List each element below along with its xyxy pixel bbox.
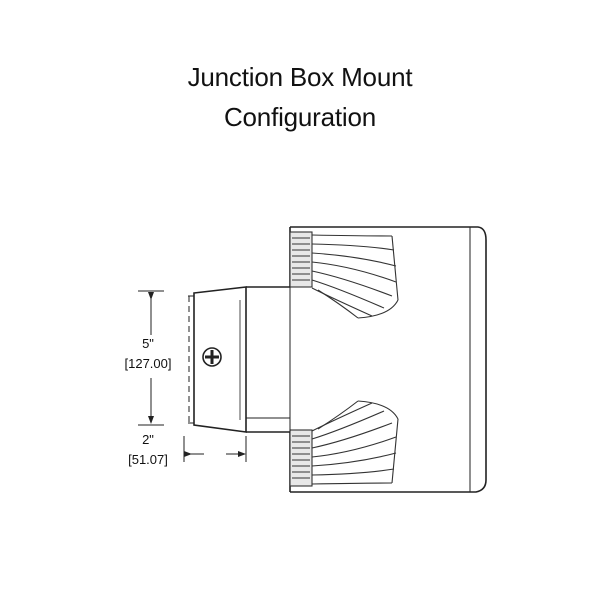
diagram-title-line2: Configuration bbox=[223, 102, 377, 132]
fixture-head bbox=[289, 226, 487, 493]
cooling-fins-upper bbox=[289, 231, 399, 319]
screw-icon bbox=[202, 347, 222, 367]
depth-dimension-line bbox=[183, 436, 247, 462]
height-dimension-line bbox=[138, 290, 164, 426]
depth-imperial-label: 2" bbox=[142, 432, 154, 447]
diagram-title-line1: Junction Box Mount bbox=[187, 62, 413, 92]
mount-neck bbox=[246, 286, 291, 433]
junction-box-plate bbox=[188, 286, 247, 433]
height-metric-label: [127.00] bbox=[124, 356, 172, 371]
cooling-fins-lower bbox=[289, 400, 399, 487]
height-imperial-label: 5" bbox=[142, 336, 154, 351]
depth-metric-label: [51.07] bbox=[128, 452, 168, 467]
